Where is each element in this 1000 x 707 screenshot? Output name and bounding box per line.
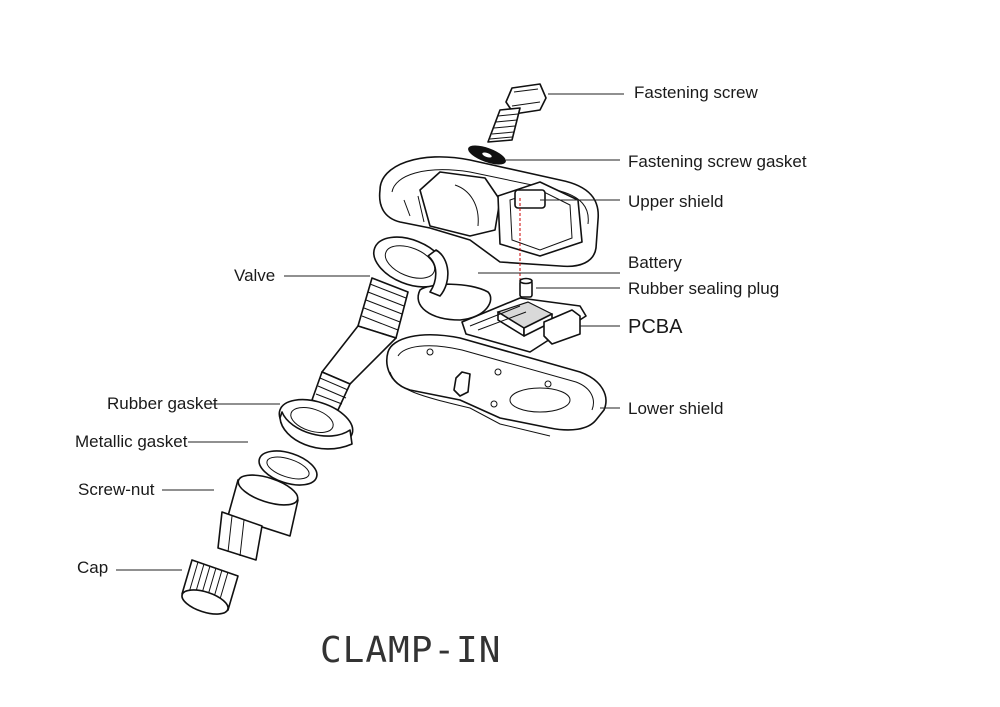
rubber-gasket-part <box>278 398 354 450</box>
screw-nut-part <box>217 474 299 561</box>
rubber-sealing-plug-part <box>519 277 533 298</box>
label-valve: Valve <box>234 266 275 285</box>
fastening-screw-gasket-part <box>468 145 506 165</box>
label-fastening-screw: Fastening screw <box>634 83 758 102</box>
label-rubber-sealing-plug: Rubber sealing plug <box>628 279 779 298</box>
label-pcba: PCBA <box>628 316 683 338</box>
metallic-gasket-part <box>258 450 318 486</box>
cap-part <box>181 559 239 615</box>
label-cap: Cap <box>77 558 108 577</box>
fastening-screw-part <box>487 83 547 143</box>
lower-shield-part <box>386 334 607 437</box>
pcba-part <box>461 297 587 353</box>
label-upper-shield: Upper shield <box>628 192 723 211</box>
caption-clamp-in: CLAMP-IN <box>320 630 501 671</box>
valve-part <box>311 236 492 411</box>
label-fastening-screw-gasket: Fastening screw gasket <box>628 152 807 171</box>
label-lower-shield: Lower shield <box>628 399 723 418</box>
label-rubber-gasket: Rubber gasket <box>107 394 218 413</box>
label-battery: Battery <box>628 253 682 272</box>
leader-lines <box>116 93 624 571</box>
label-screw-nut: Screw-nut <box>78 480 155 499</box>
label-metallic-gasket: Metallic gasket <box>75 432 188 451</box>
